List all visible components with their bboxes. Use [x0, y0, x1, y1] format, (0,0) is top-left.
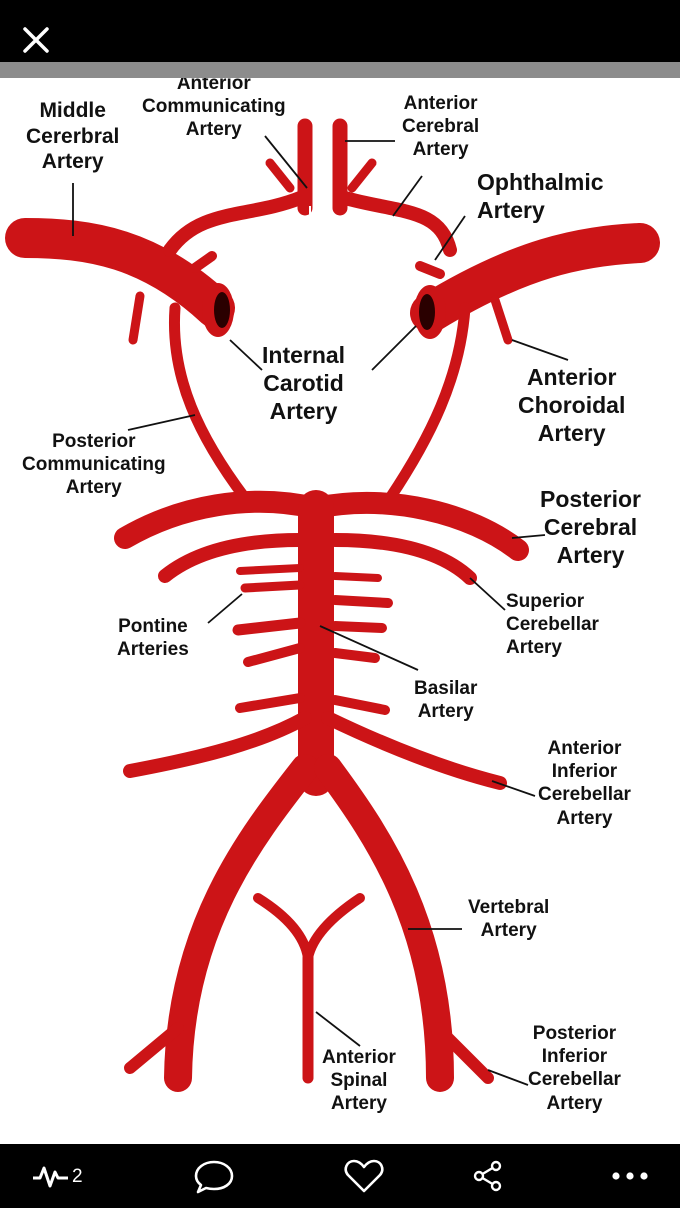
- posterior-communicating-left: [168, 302, 251, 504]
- share-icon: [473, 1160, 502, 1192]
- anterior-cerebral-left: [163, 191, 307, 257]
- activity-count: 2: [72, 1166, 83, 1187]
- superior-cerebellar-left: [158, 533, 307, 583]
- label-anterior-spinal-artery: Anterior Spinal Artery: [322, 1047, 396, 1115]
- top-divider: [0, 62, 680, 78]
- share-button[interactable]: [470, 1158, 506, 1194]
- label-anterior-cerebral-artery: Anterior Cerebral Artery: [402, 93, 480, 161]
- label-superior-cerebellar-artery: Superior Cerebellar Artery: [506, 591, 599, 659]
- artery-diagram: Middle Cererbral Artery Anterior Communi…: [0, 78, 680, 1144]
- bottom-bar: 2: [0, 1144, 680, 1208]
- artery-drawing: [5, 118, 660, 1092]
- aica-right: [321, 711, 507, 790]
- label-ophthalmic-artery: Ophthalmic Artery: [477, 169, 604, 224]
- label-posterior-inferior-cerebellar-artery: Posterior Inferior Cerebellar Artery: [528, 1023, 621, 1114]
- posterior-cerebral-left: [114, 490, 326, 549]
- posterior-communicating-right: [384, 302, 471, 504]
- label-posterior-communicating-artery: Posterior Communicating Artery: [22, 431, 166, 499]
- label-basilar-artery: Basilar Artery: [414, 678, 478, 723]
- label-posterior-cerebral-artery: Posterior Cerebral Artery: [540, 486, 641, 569]
- label-pontine-arteries: Pontine Arteries: [117, 616, 189, 661]
- close-icon: [23, 27, 49, 53]
- activity-icon: [33, 1166, 68, 1188]
- label-internal-carotid-artery: Internal Carotid Artery: [262, 342, 346, 425]
- vertebral-left: [164, 754, 319, 1092]
- label-anterior-choroidal-artery: Anterior Choroidal Artery: [518, 364, 626, 447]
- middle-cerebral-right: [410, 223, 660, 333]
- close-button[interactable]: [14, 18, 58, 62]
- heart-icon: [344, 1159, 384, 1193]
- label-anterior-communicating-artery: Anterior Communicating Artery: [142, 78, 286, 141]
- more-icon: [612, 1172, 648, 1180]
- label-middle-cerebral-artery: Middle Cererbral Artery: [26, 99, 120, 174]
- comment-icon: [194, 1160, 234, 1194]
- anterior-cerebral-right: [338, 191, 457, 257]
- activity-button[interactable]: 2: [30, 1158, 100, 1194]
- top-bar: [0, 0, 680, 62]
- like-button[interactable]: [342, 1158, 386, 1194]
- vertebral-right: [314, 754, 454, 1092]
- posterior-cerebral-right: [304, 492, 529, 561]
- aica-left: [123, 711, 312, 778]
- label-vertebral-artery: Vertebral Artery: [468, 897, 550, 942]
- more-button[interactable]: [608, 1158, 652, 1194]
- label-anterior-inferior-cerebellar-artery: Anterior Inferior Cerebellar Artery: [538, 738, 631, 829]
- superior-cerebellar-right: [328, 533, 477, 585]
- comment-button[interactable]: [192, 1158, 236, 1194]
- middle-cerebral-left: [5, 218, 235, 328]
